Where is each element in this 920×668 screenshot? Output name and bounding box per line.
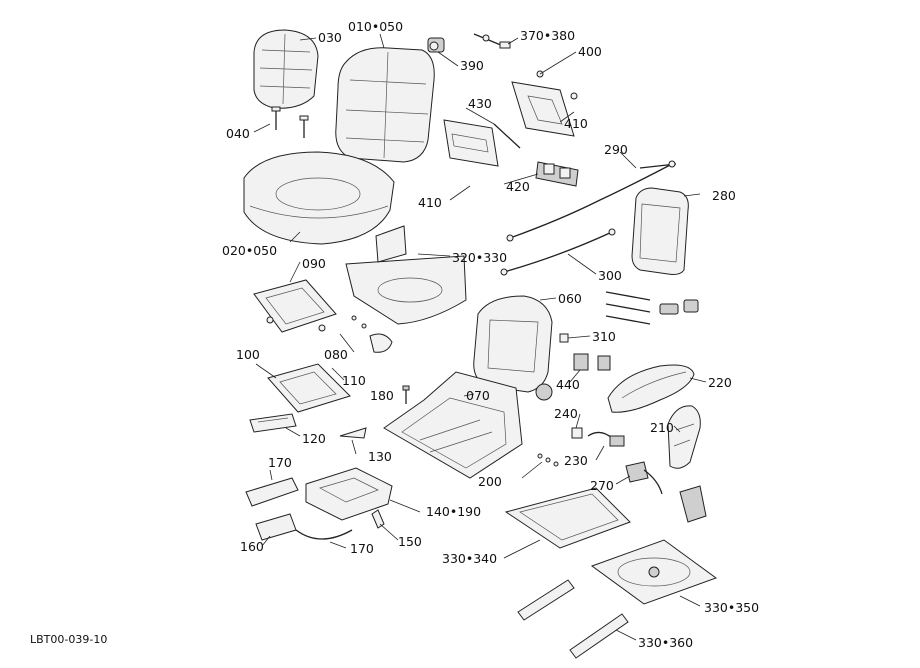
callout-020-050: 020•050 [222,243,277,258]
recliner-rods-part [605,291,699,325]
callout-060: 060 [558,291,582,306]
callout-240: 240 [554,406,578,421]
seat-pan-bracket-part [345,225,467,325]
screw-200-part [537,453,559,467]
callout-390: 390 [460,58,484,73]
callout-160: 160 [240,539,264,554]
mounting-panel-part [511,70,578,137]
callout-330-350: 330•350 [704,600,759,615]
base-rail-part [517,579,629,659]
slide-rail-part [245,477,353,541]
callout-080: 080 [324,347,348,362]
document-id: LBT00-039-10 [30,633,107,646]
callout-090: 090 [302,256,326,271]
slide-frame-part [504,487,631,549]
callout-070: 070 [466,388,490,403]
callout-430: 430 [468,96,492,111]
callout-010-050: 010•050 [348,19,403,34]
backrest-cushion-part [335,47,435,163]
callout-150: 150 [398,534,422,549]
callout-410-lower: 410 [418,195,442,210]
callout-330-340: 330•340 [442,551,497,566]
callout-420: 420 [506,179,530,194]
callout-140-190: 140•190 [426,504,481,519]
clip-310-part [559,333,569,343]
rail-120-part [249,413,297,433]
armrest-part [607,364,695,413]
callout-330-360: 330•360 [638,635,693,650]
callout-370-380: 370•380 [520,28,575,43]
callout-labels: 030 010•050 390 370•380 400 430 410 040 … [222,19,759,650]
callout-220: 220 [708,375,732,390]
callout-110: 110 [342,373,366,388]
callout-040: 040 [226,126,250,141]
switch-block-part [535,161,579,187]
callout-410-upper: 410 [564,116,588,131]
callout-120: 120 [302,431,326,446]
callout-230: 230 [564,453,588,468]
headrest-post-part [271,106,309,138]
tilt-mechanism-part [253,279,337,333]
callout-170-lower: 170 [350,541,374,556]
backrest-frame-part [473,295,553,401]
callout-100: 100 [236,347,260,362]
callout-440: 440 [556,377,580,392]
callout-180: 180 [370,388,394,403]
bolt-180-part [402,385,410,404]
callout-310: 310 [592,329,616,344]
seat-frame-part [383,371,523,479]
switch-440-part [573,353,611,371]
seat-belt-part [625,461,707,523]
clip-150-part [371,509,385,529]
bracket-100-part [267,363,351,413]
hardware-080-part [351,315,393,353]
seat-cushion-part [243,151,395,245]
callout-130: 130 [368,449,392,464]
callout-290: 290 [604,142,628,157]
callout-030: 030 [318,30,342,45]
control-bracket-part [443,119,521,167]
wiring-harness-part [506,160,677,242]
pan-cover-part [305,427,393,521]
callout-270: 270 [590,478,614,493]
back-panel-part [631,187,689,275]
swivel-base-part [590,539,718,605]
callout-400: 400 [578,44,602,59]
callout-320-330: 320•330 [452,250,507,265]
callout-210: 210 [650,420,674,435]
headrest-part [253,29,319,109]
side-cover-part [667,405,701,469]
hardware-240-part [571,427,625,447]
lumbar-knob-part [427,37,445,53]
callout-280: 280 [712,188,736,203]
cable-end-part [473,33,511,49]
leader-lines [253,33,707,641]
callout-170-upper: 170 [268,455,292,470]
callout-300: 300 [598,268,622,283]
harness-300-part [500,228,616,276]
callout-200: 200 [478,474,502,489]
